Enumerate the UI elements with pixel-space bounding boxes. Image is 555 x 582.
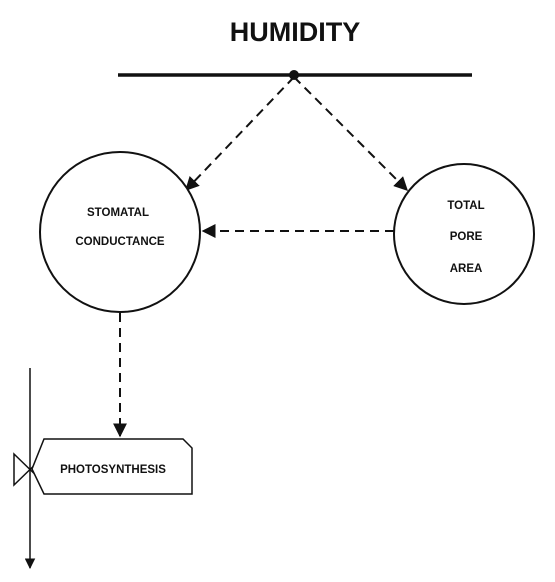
- diagram-title: HUMIDITY: [230, 17, 361, 47]
- total-pore-area-label-line2: PORE: [450, 231, 483, 243]
- arrow-humidity-to-pore-area: [293, 76, 408, 191]
- stomatal-conductance-label-line2: CONDUCTANCE: [75, 236, 165, 248]
- photosynthesis-node: PHOTOSYNTHESIS: [31, 438, 193, 495]
- photosynthesis-label: PHOTOSYNTHESIS: [60, 464, 166, 476]
- stomatal-conductance-circle: [39, 151, 201, 313]
- total-pore-area-label-line3: AREA: [450, 263, 483, 275]
- arrow-humidity-to-stomatal: [185, 76, 295, 192]
- total-pore-area-node: TOTAL PORE AREA: [393, 163, 535, 305]
- stomatal-conductance-label-line1: STOMATAL: [87, 207, 149, 219]
- total-pore-area-label-line1: TOTAL: [447, 200, 484, 212]
- stomatal-conductance-node: STOMATAL CONDUCTANCE: [39, 151, 201, 313]
- photosynthesis-box: [31, 438, 193, 495]
- total-pore-area-circle: [393, 163, 535, 305]
- humidity-source-point: [289, 70, 299, 80]
